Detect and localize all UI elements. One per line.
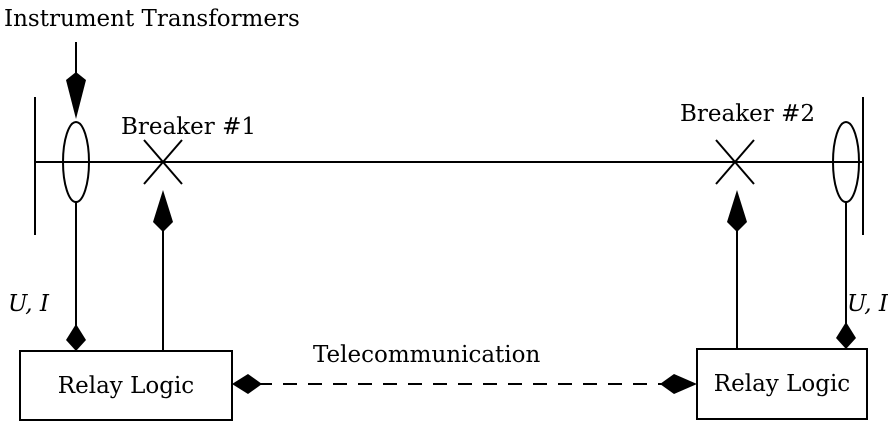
left-trip-arrowhead [153, 190, 173, 232]
left-relay-logic-label: Relay Logic [57, 372, 195, 399]
breaker-1-symbol [143, 139, 183, 185]
telecom-right-arrowhead [660, 374, 697, 394]
left-measurement-arrowhead [66, 324, 86, 351]
right-measurement-arrowhead [836, 322, 856, 349]
instrument-transformers-label: Instrument Transformers [4, 6, 300, 32]
breaker-1-label: Breaker #1 [121, 114, 256, 140]
breaker-2-symbol [715, 139, 755, 185]
telecommunication-label: Telecommunication [313, 342, 541, 368]
instrument-arrowhead [66, 72, 86, 119]
telecom-left-arrowhead [232, 374, 262, 394]
left-measurement-label: U, I [8, 291, 49, 317]
right-measurement-label: U, I [847, 291, 888, 317]
right-trip-arrowhead [727, 190, 747, 232]
right-relay-logic-label: Relay Logic [713, 371, 851, 397]
left-relay-box [19, 350, 233, 421]
breaker-2-label: Breaker #2 [680, 101, 815, 127]
